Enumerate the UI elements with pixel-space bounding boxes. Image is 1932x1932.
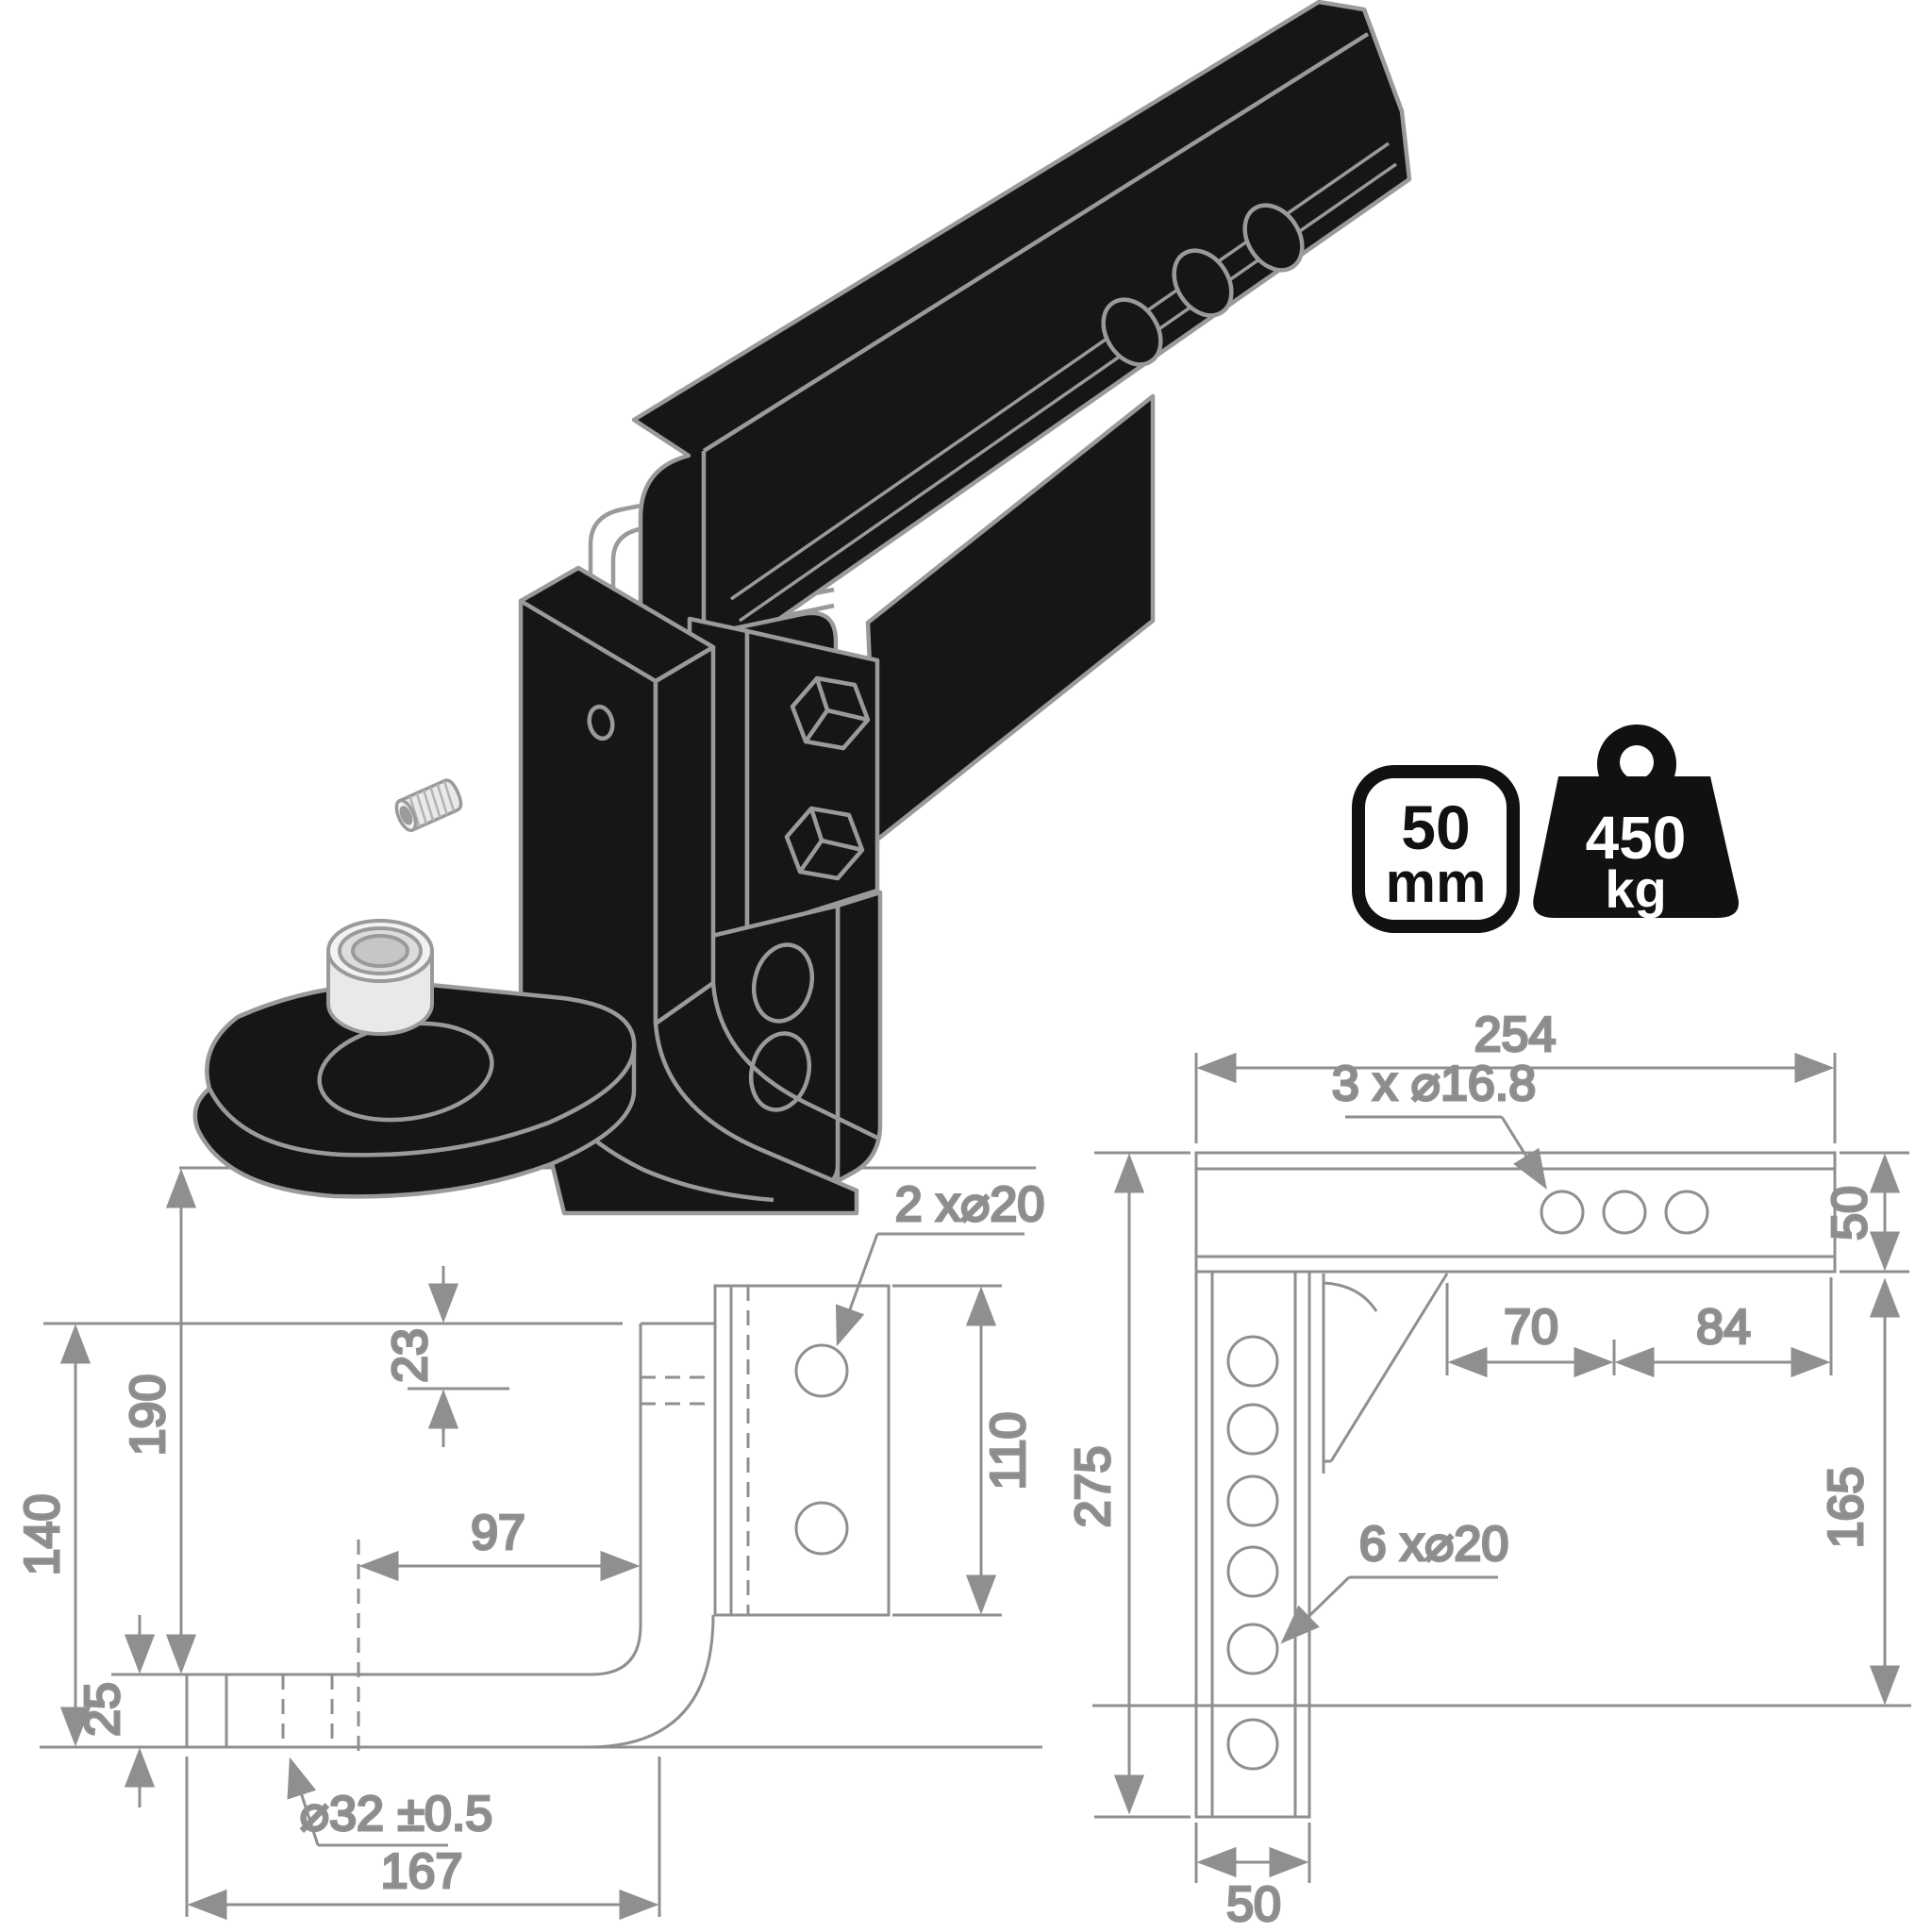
tube-bottom-edge (187, 1614, 715, 1749)
dim-84: 84 (1614, 1299, 1831, 1378)
label-plate-holes: 2 x⌀20 (835, 1176, 1046, 1347)
kettlebell-handle-hole (1620, 745, 1654, 779)
bar-hole-2 (1226, 1403, 1279, 1456)
shank-side-view (1194, 1151, 1837, 1274)
dim-70: 70 (1447, 1299, 1614, 1378)
toe-plate-rim (192, 1046, 637, 1199)
hex-bolt-top (790, 675, 871, 751)
dim-23-label: 23 (383, 1328, 438, 1383)
dim-167-label: 167 (381, 1844, 463, 1899)
hex-bolt-bottom (784, 806, 865, 881)
drop-bar-hole-1 (751, 942, 815, 1024)
channel-bracket (687, 616, 880, 952)
drop-bar-side-face (835, 890, 883, 1184)
bar-hole-5 (1226, 1623, 1279, 1675)
dim-190-label: 190 (121, 1374, 175, 1457)
ball-mount-plate-side (653, 644, 716, 1026)
dim-254-label: 254 (1474, 1008, 1557, 1062)
dim-97: 97 (358, 1505, 641, 1582)
shank-hole-oval-1 (1101, 297, 1163, 367)
dim-25-label: 25 (75, 1682, 130, 1737)
size-badge: 50 mm (1352, 765, 1520, 933)
plate-hole-bottom (794, 1501, 849, 1556)
shank-hole-oval-3 (1242, 203, 1305, 273)
toe-plate (192, 981, 637, 1199)
dim-50-bottom-label: 50 (1226, 1877, 1281, 1932)
dim-110: 110 (965, 1286, 1038, 1615)
bar-hole-1 (1226, 1335, 1279, 1388)
shank-hole-2 (1602, 1190, 1647, 1235)
left-drawing: 140 190 25 23 97 110 167 2 x⌀20 (14, 1166, 1046, 1921)
dim-23: 23 (382, 1266, 459, 1447)
bracket-plate (713, 1284, 891, 1617)
shank-tube-end-face-line (1361, 8, 1405, 112)
label-shank-holes: 3 x ⌀16.8 (1330, 1056, 1547, 1190)
dim-190: 190 (120, 1168, 197, 1674)
set-screw (394, 778, 463, 833)
bar-holes-label: 6 x⌀20 (1359, 1517, 1509, 1572)
dim-140: 140 (14, 1324, 92, 1747)
dim-110-label: 110 (981, 1412, 1036, 1491)
channel-bolt-plate (744, 628, 880, 935)
bend-silhouette-arc (1323, 1281, 1378, 1312)
dim-50-side: 50 (1822, 1153, 1901, 1272)
shank-hole-3 (1664, 1190, 1709, 1235)
ball-bushing (326, 919, 434, 1036)
hitch-illustration (192, 0, 1412, 1216)
ball-mount-plate-top (518, 565, 716, 684)
label-bar-holes: 6 x⌀20 (1280, 1516, 1510, 1644)
dim-50-side-label: 50 (1823, 1186, 1877, 1241)
bar-hole-3 (1226, 1474, 1279, 1527)
right-drawing: 254 50 165 275 70 84 50 3 x ⌀16.8 (1065, 1007, 1911, 1932)
dim-275-label: 275 (1066, 1446, 1121, 1528)
dim-50-bottom: 50 (1196, 1846, 1309, 1932)
shank-tube-top-crease (702, 32, 1370, 453)
weight-badge-unit: kg (1605, 859, 1666, 919)
dim-140-label: 140 (15, 1494, 70, 1576)
dim-167: 167 (187, 1843, 659, 1921)
size-badge-value: 50 (1401, 792, 1470, 862)
dim-84-label: 84 (1696, 1300, 1751, 1355)
plate-hole-top (794, 1343, 849, 1398)
weight-badge: 450 kg (1533, 724, 1740, 919)
size-badge-frame (1352, 765, 1520, 933)
plate-holes-label: 2 x⌀20 (895, 1177, 1045, 1232)
size-badge-unit: mm (1386, 851, 1487, 914)
bar-hole-4 (1226, 1545, 1279, 1598)
tube-top-edge (187, 1324, 642, 1676)
weight-badge-value: 450 (1586, 804, 1687, 872)
label-tube-diameter: ⌀32 ±0.5 (287, 1757, 494, 1847)
plate-pin-hole (587, 704, 615, 741)
dim-165-label: 165 (1819, 1467, 1874, 1549)
dim-70-label: 70 (1504, 1300, 1558, 1355)
gusset-edge-diagonal (1329, 1273, 1449, 1462)
bushing-bore (351, 934, 409, 968)
shank-holes-label: 3 x ⌀16.8 (1332, 1057, 1536, 1111)
dim-25: 25 (75, 1615, 156, 1807)
dim-165: 165 (1818, 1277, 1901, 1706)
tube-diameter-label: ⌀32 ±0.5 (300, 1787, 492, 1841)
shank-hole-1 (1540, 1190, 1585, 1235)
kettlebell-body (1533, 776, 1740, 918)
shank-hole-oval-2 (1172, 248, 1234, 318)
bar-hole-6 (1226, 1718, 1279, 1771)
set-screw-socket (399, 806, 413, 825)
dim-275: 275 (1065, 1153, 1145, 1815)
dim-97-label: 97 (471, 1506, 525, 1560)
clamp-collar-outer (588, 489, 714, 665)
dim-254: 254 (1196, 1007, 1835, 1084)
neck-crease-inner (710, 982, 878, 1141)
